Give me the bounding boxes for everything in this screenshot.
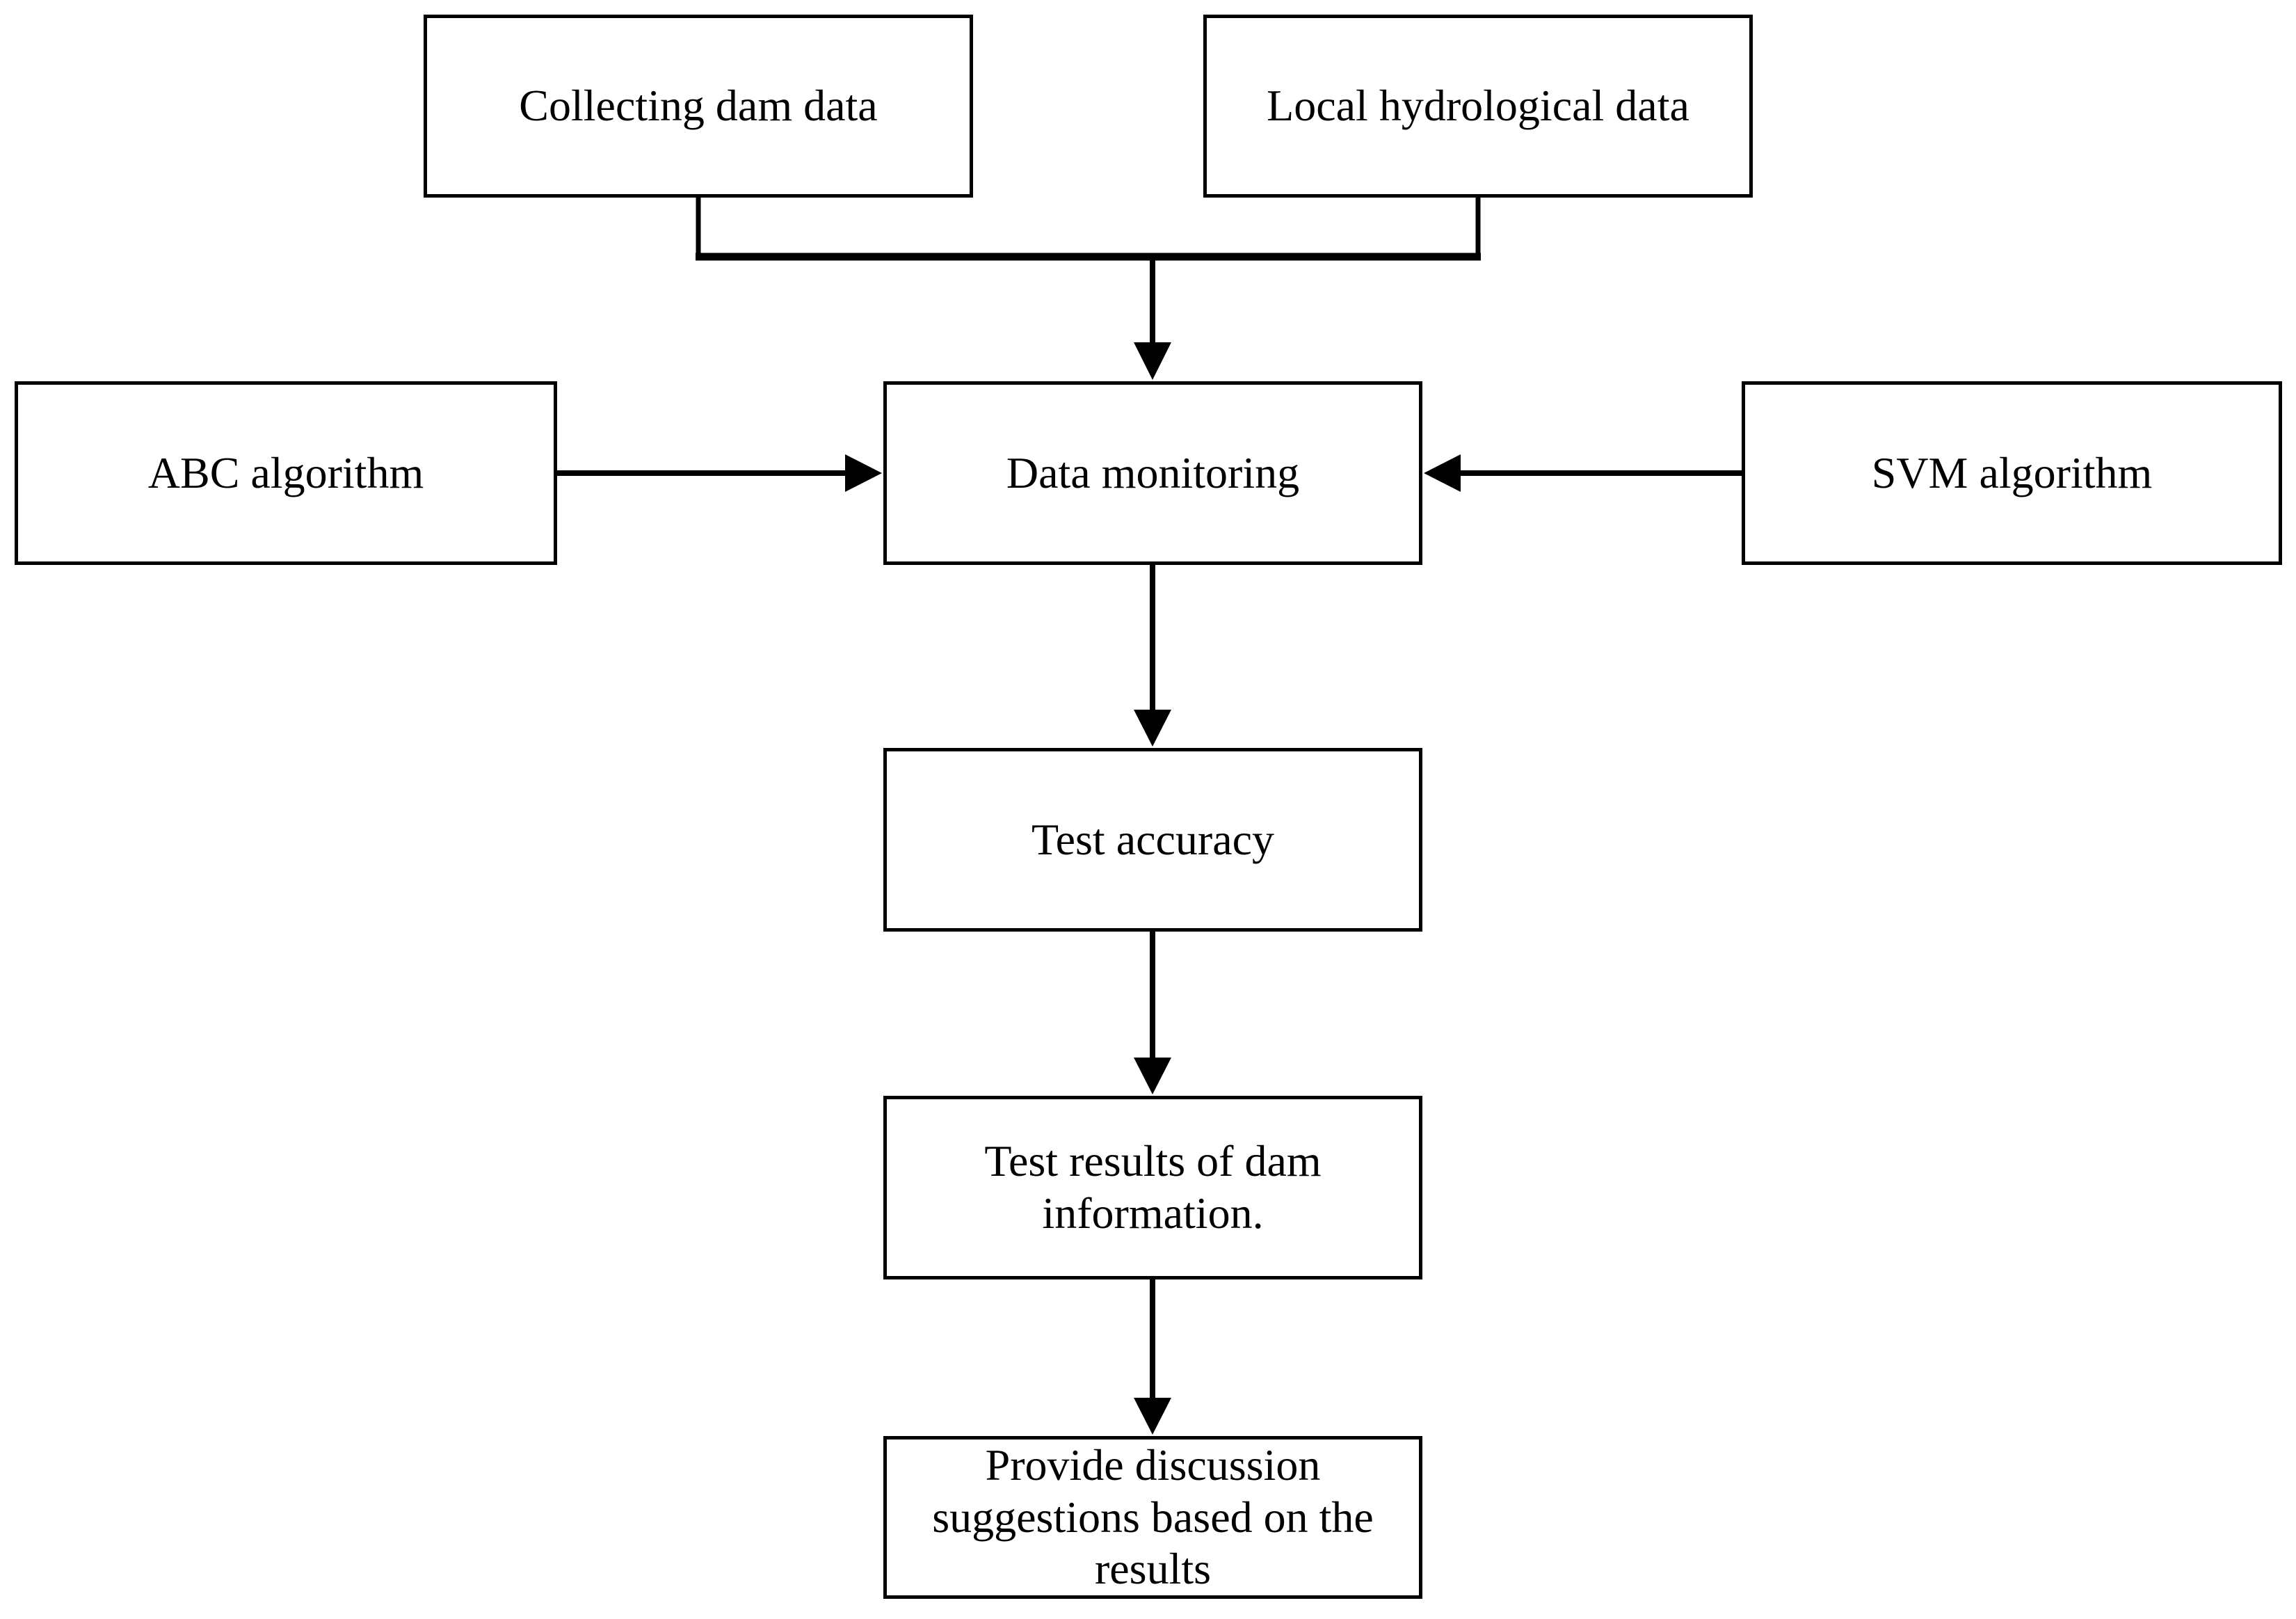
- arrowhead-into-monitoring-left: [845, 454, 882, 492]
- node-abc-algorithm: ABC algorithm: [15, 381, 557, 565]
- node-abc-algorithm-label: ABC algorithm: [147, 447, 424, 497]
- node-local-hydrological-data: Local hydrological data: [1203, 15, 1753, 198]
- node-collecting-dam-data: Collecting dam data: [424, 15, 973, 198]
- node-test-accuracy: Test accuracy: [883, 748, 1422, 932]
- arrowhead-into-results: [1134, 1058, 1171, 1094]
- node-data-monitoring: Data monitoring: [883, 381, 1422, 565]
- node-test-accuracy-label: Test accuracy: [1031, 814, 1275, 864]
- node-local-hydrological-data-label: Local hydrological data: [1267, 81, 1689, 131]
- arrowhead-into-monitoring-top: [1134, 342, 1171, 380]
- node-collecting-dam-data-label: Collecting dam data: [519, 81, 878, 131]
- node-provide-suggestions: Provide discussion suggestions based on …: [883, 1436, 1422, 1599]
- arrowhead-into-accuracy: [1134, 710, 1171, 747]
- node-data-monitoring-label: Data monitoring: [1006, 447, 1300, 497]
- node-svm-algorithm: SVM algorithm: [1742, 381, 2282, 565]
- arrowhead-into-suggestions: [1134, 1398, 1171, 1435]
- node-provide-suggestions-label: Provide discussion suggestions based on …: [932, 1439, 1374, 1594]
- node-test-results-label: Test results of dam information.: [984, 1136, 1322, 1238]
- node-svm-algorithm-label: SVM algorithm: [1871, 447, 2153, 497]
- arrowhead-into-monitoring-right: [1424, 454, 1461, 492]
- node-test-results: Test results of dam information.: [883, 1096, 1422, 1279]
